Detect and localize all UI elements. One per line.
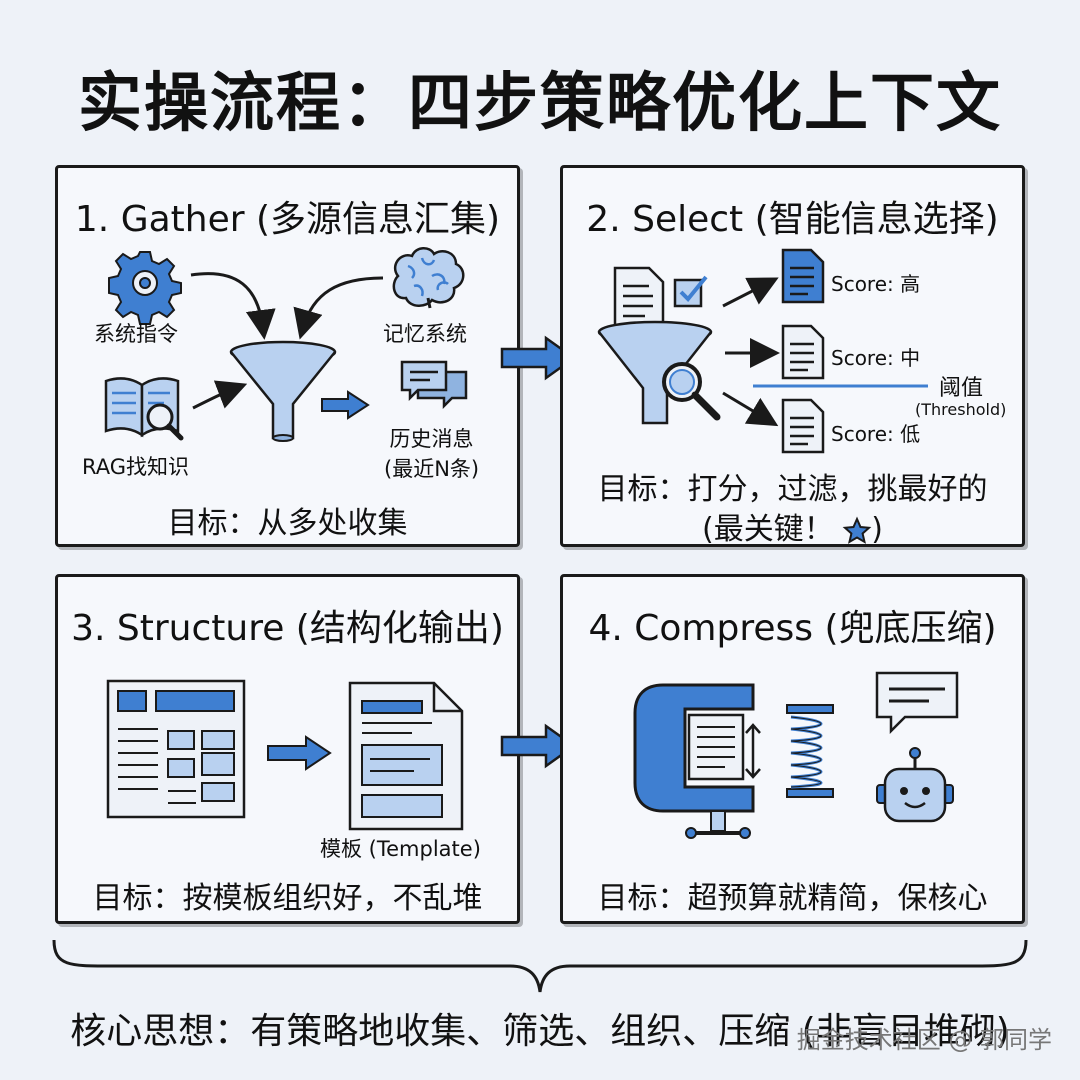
- score-mid: Score: 中: [831, 346, 921, 370]
- panel-select-goal-line2: (最关键！ ): [563, 504, 1022, 548]
- gear-icon: [108, 251, 182, 325]
- document-icon: [781, 324, 825, 380]
- select-arrows: [722, 277, 928, 427]
- book-search-icon: [104, 377, 184, 441]
- panel-select-title: 2. Select (智能信息选择): [586, 199, 999, 240]
- panel-select-goal-line2-text: (最关键！: [702, 512, 834, 547]
- document-icon: [781, 248, 825, 304]
- watermark: 掘金技术社区 @ 郭同学: [796, 1026, 1052, 1054]
- score-low: Score: 低: [831, 422, 921, 446]
- score-high: Score: 高: [831, 272, 921, 296]
- template-label: 模板 (Template): [320, 837, 481, 861]
- core-idea: 核心思想：有策略地收集、筛选、组织、压缩 (非盲目堆砌): [70, 1011, 1010, 1052]
- document-icon: [613, 266, 665, 328]
- template-icon: [348, 681, 464, 831]
- document-icon: [781, 398, 825, 454]
- checkbox-icon: [673, 275, 708, 308]
- panel-gather-goal: 目标：从多处收集: [167, 506, 408, 541]
- label-history-line1: 历史消息: [389, 427, 474, 451]
- brain-icon: [392, 247, 465, 309]
- chat-icon: [400, 360, 468, 410]
- star-icon: [842, 516, 872, 544]
- panel-structure: 3. Structure (结构化输出) 模板 (Template) 目标：按模…: [55, 574, 520, 924]
- compress-arrow-icon: [745, 723, 761, 779]
- panel-select-goal-line1: 目标：打分，过滤，挑最好的: [597, 472, 988, 507]
- robot-icon: [876, 747, 954, 823]
- spring-icon: [786, 704, 834, 798]
- panel-compress: 4. Compress (兜底压缩) 目标：超预算就精简，保核心: [560, 574, 1025, 924]
- curly-brace: [52, 939, 1028, 993]
- panel-gather-title: 1. Gather (多源信息汇集): [74, 199, 501, 240]
- panel-select: 2. Select (智能信息选择): [560, 165, 1025, 547]
- arrow-right-icon: [267, 735, 332, 771]
- label-history-line2: (最近N条): [384, 457, 480, 481]
- label-rag: RAG找知识: [82, 455, 190, 479]
- magnifier-icon: [662, 362, 721, 421]
- panel-select-goal-close: ): [871, 512, 883, 547]
- gather-arrows: [190, 272, 384, 410]
- funnel-icon: [229, 340, 337, 442]
- panel-gather: 1. Gather (多源信息汇集) 系统指令 记忆系统 RAG找知识: [55, 165, 520, 547]
- speech-bubble-icon: [875, 671, 959, 735]
- panel-compress-goal: 目标：超预算就精简，保核心: [597, 881, 988, 916]
- panel-compress-title: 4. Compress (兜底压缩): [588, 608, 997, 649]
- threshold-label: 阈值: [939, 376, 984, 401]
- threshold-sub: (Threshold): [915, 400, 1007, 419]
- panel-structure-goal: 目标：按模板组织好，不乱堆: [92, 881, 483, 916]
- layout-icon: [106, 679, 246, 819]
- funnel-icon: [597, 320, 713, 425]
- label-memory-system: 记忆系统: [383, 322, 467, 346]
- label-system-instructions: 系统指令: [94, 322, 178, 346]
- page-title: 实操流程：四步策略优化上下文: [78, 67, 1002, 141]
- label-history: 历史消息 (最近N条): [384, 423, 479, 483]
- arrow-right-icon: [321, 390, 370, 420]
- panel-structure-title: 3. Structure (结构化输出): [71, 608, 504, 649]
- clamp-icon: [633, 683, 755, 839]
